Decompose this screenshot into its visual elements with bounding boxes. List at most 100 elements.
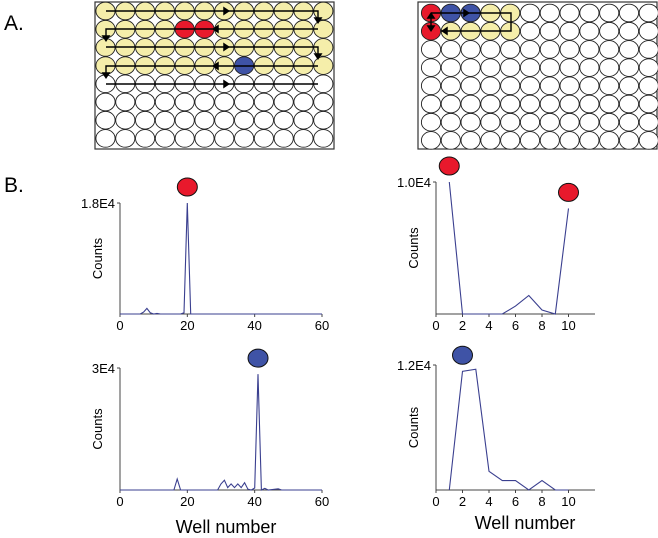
well xyxy=(559,21,580,41)
well xyxy=(480,94,501,114)
y-axis-label: Counts xyxy=(406,406,421,448)
x-tick-label: 8 xyxy=(538,318,545,333)
well xyxy=(599,112,620,132)
arrow-head xyxy=(212,61,219,71)
well xyxy=(618,3,640,23)
well xyxy=(519,21,541,41)
well xyxy=(638,3,658,23)
data-series-line xyxy=(448,181,570,315)
well xyxy=(95,129,116,148)
well xyxy=(599,3,620,23)
well xyxy=(135,110,156,130)
well xyxy=(500,58,521,77)
well xyxy=(500,112,521,132)
x-tick-label: 0 xyxy=(116,318,123,333)
well xyxy=(618,76,640,96)
data-series-line xyxy=(448,368,569,491)
x-tick-label: 10 xyxy=(561,318,575,333)
well xyxy=(618,40,640,59)
x-tick-label: 6 xyxy=(512,494,519,509)
well xyxy=(460,58,481,77)
well xyxy=(638,21,658,41)
well xyxy=(519,112,541,132)
well xyxy=(95,110,116,130)
x-tick-label: 40 xyxy=(247,318,261,333)
well xyxy=(559,58,580,77)
x-tick-label: 4 xyxy=(485,318,492,333)
arrow-head xyxy=(212,24,219,34)
well xyxy=(234,110,255,130)
well xyxy=(500,40,521,59)
arrow-head xyxy=(313,53,323,60)
xlabel-right: Well number xyxy=(475,513,576,533)
x-tick-label: 20 xyxy=(180,494,194,509)
well xyxy=(579,3,600,23)
arrow-head xyxy=(426,12,436,19)
x-tick-label: 40 xyxy=(247,494,261,509)
well xyxy=(234,92,255,112)
well xyxy=(440,76,461,96)
well xyxy=(500,94,521,114)
arrow-head xyxy=(101,35,111,42)
well xyxy=(273,110,294,130)
peak-marker xyxy=(247,348,269,368)
well xyxy=(519,76,541,96)
arrow-head xyxy=(223,6,230,16)
well xyxy=(559,112,580,132)
y-axis-label: Counts xyxy=(90,408,105,450)
well xyxy=(599,58,620,77)
well xyxy=(440,40,461,59)
well xyxy=(539,40,560,59)
well xyxy=(638,40,658,59)
well xyxy=(214,92,235,112)
y-max-label: 1.8E4 xyxy=(81,196,115,211)
arrow-head xyxy=(313,17,323,24)
y-max-label: 3E4 xyxy=(92,361,115,376)
well xyxy=(519,3,541,23)
well xyxy=(559,94,580,114)
well xyxy=(194,129,215,148)
well xyxy=(599,76,620,96)
well xyxy=(460,76,481,96)
well xyxy=(273,129,294,148)
arrow-head xyxy=(101,72,111,79)
well xyxy=(194,110,215,130)
arrow-head xyxy=(223,79,230,89)
xlabel-left: Well number xyxy=(176,517,277,537)
well xyxy=(599,94,620,114)
x-tick-label: 4 xyxy=(485,494,492,509)
well xyxy=(460,40,481,59)
well xyxy=(579,94,600,114)
well xyxy=(599,21,620,41)
well xyxy=(480,112,501,132)
panel-label-a: A. xyxy=(4,12,24,35)
well xyxy=(293,129,314,148)
well xyxy=(539,76,560,96)
well xyxy=(115,129,136,148)
well xyxy=(559,76,580,96)
x-tick-label: 20 xyxy=(180,318,194,333)
y-max-label: 1.2E4 xyxy=(397,358,431,373)
y-axis-label: Counts xyxy=(406,227,421,269)
well xyxy=(273,92,294,112)
y-axis-label: Counts xyxy=(90,237,105,279)
well xyxy=(460,131,481,150)
x-tick-label: 60 xyxy=(315,494,329,509)
y-max-label: 1.0E4 xyxy=(397,175,431,190)
well xyxy=(293,92,314,112)
well xyxy=(154,92,175,112)
arrow-head xyxy=(223,42,230,52)
peak-marker xyxy=(176,177,198,197)
well xyxy=(539,131,560,150)
well xyxy=(618,94,640,114)
well xyxy=(638,76,658,96)
well xyxy=(638,112,658,132)
well xyxy=(480,76,501,96)
peak-marker xyxy=(438,156,460,176)
well xyxy=(214,129,235,148)
x-tick-label: 0 xyxy=(116,494,123,509)
well xyxy=(618,131,640,150)
